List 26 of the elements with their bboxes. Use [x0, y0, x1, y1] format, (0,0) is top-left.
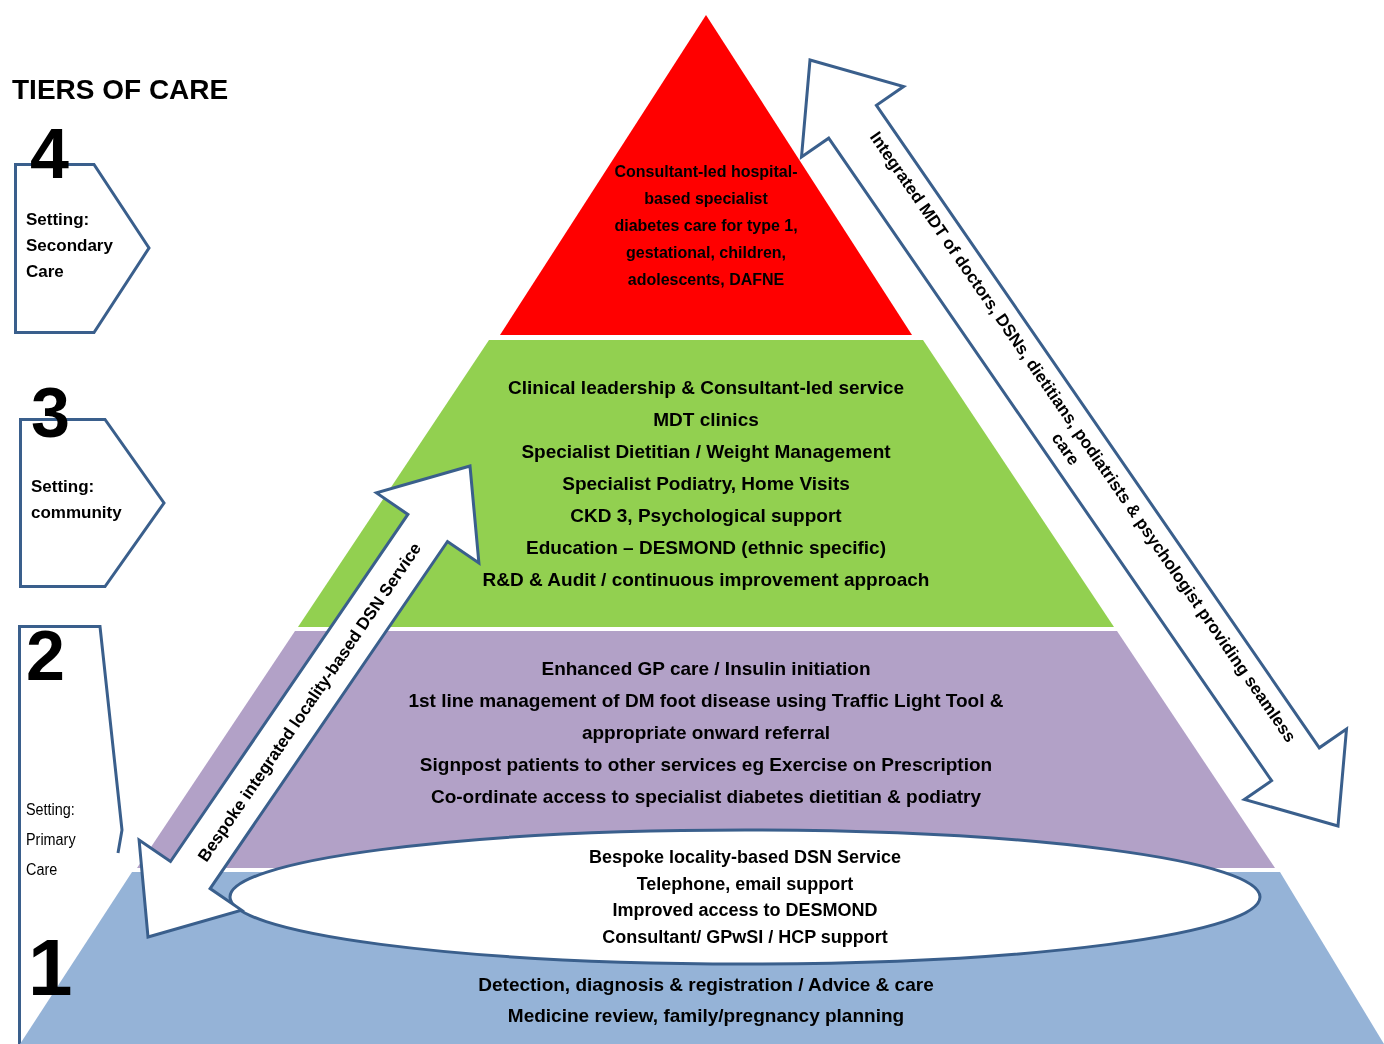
service-text: Bespoke locality-based DSN Service — [588, 846, 902, 869]
service-text: Improved access to DESMOND — [612, 899, 878, 922]
tier-text: Co-ordinate access to specialist diabetes dietitian & podiatry — [430, 785, 982, 809]
tier-text: Clinical leadership & Consultant-led service — [508, 376, 904, 400]
tier-text: Specialist Podiatry, Home Visits — [562, 472, 850, 496]
service-text: Telephone, email support — [636, 872, 854, 896]
tier-text: R&D & Audit / continuous improvement approach — [482, 568, 930, 592]
tier-text: 1st line management of DM foot disease using Traffic Light Tool & appropriate onward referral — [407, 689, 1005, 745]
tier-text: MDT clinics — [653, 408, 759, 432]
service-text: Consultant/ GPwSI / HCP support — [602, 925, 888, 949]
setting-label: Setting: Secondary Care — [26, 209, 114, 283]
tier-number: 1 — [28, 928, 73, 1008]
tier-text: Education – DESMOND (ethnic specific) — [526, 536, 886, 560]
tier-text: Medicine review, family/pregnancy planning — [507, 1004, 905, 1028]
tier-text: Consultant-led hospital-based specialist diabetes care for type 1, gestational, children, adolescents, DAFNE — [613, 162, 799, 290]
tier-text: Detection, diagnosis & registration / Advice & care — [478, 973, 934, 997]
diagram-title: TIERS OF CARE — [12, 76, 229, 104]
setting-label: Setting: Primary Care — [26, 800, 77, 880]
tier-text: CKD 3, Psychological support — [570, 504, 842, 528]
double-block-arrow — [137, 464, 481, 939]
tier-number: 2 — [26, 621, 65, 691]
setting-label: Setting: community — [31, 476, 123, 524]
tier-text: Specialist Dietitian / Weight Management — [521, 440, 891, 464]
tier-text: Signpost patients to other services eg Exercise on Prescription — [419, 753, 993, 777]
tier-text: Enhanced GP care / Insulin initiation — [541, 657, 871, 681]
double-block-arrow — [799, 58, 1349, 828]
